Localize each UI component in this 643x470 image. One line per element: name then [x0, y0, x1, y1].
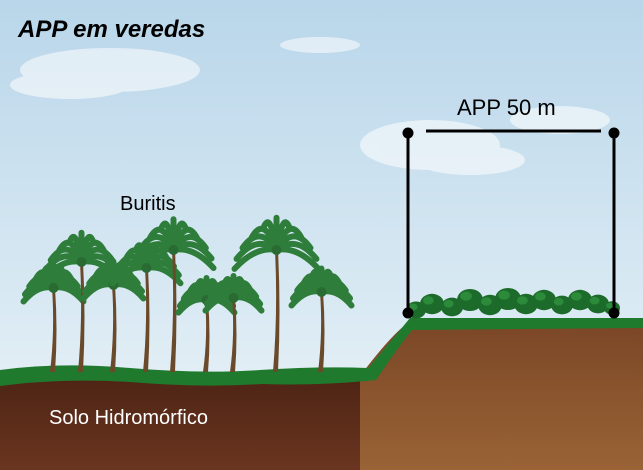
shrub	[532, 289, 556, 311]
shrub	[457, 288, 483, 312]
clouds	[10, 37, 610, 175]
app-measure-bracket	[402, 127, 620, 319]
soil-upland	[360, 322, 643, 470]
shrub	[551, 295, 573, 315]
palm-tree	[231, 214, 322, 372]
palm-tree	[288, 265, 355, 372]
palm-tree	[40, 229, 123, 372]
bracket-dot	[608, 127, 620, 139]
bracket-dot	[608, 307, 620, 319]
buritis-label: Buritis	[120, 193, 176, 215]
shrub	[568, 289, 592, 311]
grass-strip	[0, 318, 643, 386]
shrub	[420, 293, 444, 315]
shrub	[587, 294, 609, 314]
app-width-label: APP 50 m	[457, 95, 556, 120]
soil-label: Solo Hidromórfico	[49, 407, 208, 429]
shrub	[514, 293, 538, 315]
soil-lowland	[0, 376, 390, 470]
palm-tree	[130, 216, 217, 372]
bracket-dot	[402, 307, 414, 319]
palm-trees	[20, 214, 355, 372]
shrubs	[406, 287, 620, 319]
diagram-title: APP em veredas	[18, 16, 206, 43]
palm-tree	[202, 273, 265, 372]
bracket-dot	[402, 127, 414, 139]
